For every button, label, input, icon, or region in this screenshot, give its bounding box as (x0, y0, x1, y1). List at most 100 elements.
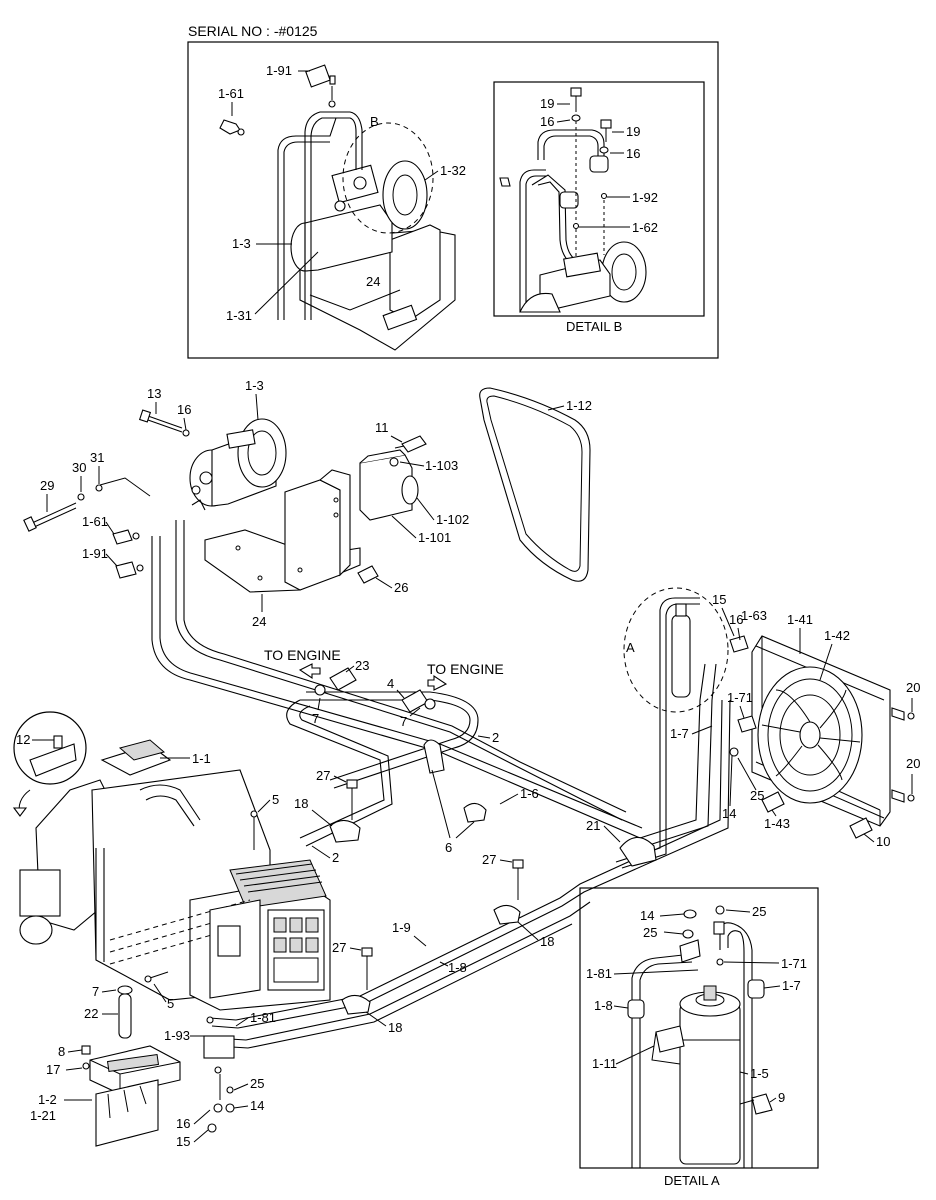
detail-a-drawing (627, 905, 773, 1168)
callout-label: 14 (640, 908, 654, 923)
callout-label: 16 (540, 114, 554, 129)
callout-label: 1-12 (566, 398, 592, 413)
callout-label: 1-92 (632, 190, 658, 205)
callout-label: 23 (355, 658, 369, 673)
callout-label: 24 (366, 274, 380, 289)
callout-label: 25 (750, 788, 764, 803)
serial-inset-frame (187, 41, 719, 359)
inset-callouts: 1-91 1-61 1-32 1-3 24 1-31 B (218, 63, 466, 323)
callout-label: 25 (643, 925, 657, 940)
detail-b-drawing (499, 87, 647, 313)
callout-label: 6 (445, 840, 452, 855)
callout-label: 1-91 (82, 546, 108, 561)
callout-label: 1-5 (750, 1066, 769, 1081)
compressor-callouts: 13 16 1-3 11 1-103 30 31 29 1-61 1-91 1-… (40, 378, 469, 629)
callout-label: 13 (147, 386, 161, 401)
callout-label: 19 (626, 124, 640, 139)
callout-label: 9 (778, 1090, 785, 1105)
detail-a-frame (579, 887, 819, 1169)
callout-label: 1-21 (30, 1108, 56, 1123)
condenser-assembly (623, 587, 915, 839)
callout-label: 1-101 (418, 530, 451, 545)
detail-b-callouts: 19 16 19 16 1-92 1-62 (540, 96, 658, 235)
callout-label: 8 (58, 1044, 65, 1059)
callout-label: 1-6 (520, 786, 539, 801)
callout-label: 21 (586, 818, 600, 833)
hose-callouts: TO ENGINE TO ENGINE 23 4 7 7 2 6 1-6 21 … (264, 647, 621, 1035)
callout-label: 16 (176, 1116, 190, 1131)
callout-label: 30 (72, 460, 86, 475)
to-engine-label-left: TO ENGINE (264, 647, 341, 663)
callout-label: 22 (84, 1006, 98, 1021)
heater-callouts: 12 1-1 5 5 7 22 1-93 1-81 8 17 1-2 1-21 … (16, 732, 279, 1149)
refrigerant-hoses (151, 499, 731, 1049)
callout-label: 16 (626, 146, 640, 161)
belt-callout: 1-12 (547, 398, 592, 413)
callout-label: 1-61 (82, 514, 108, 529)
callout-label: 1-7 (670, 726, 689, 741)
callout-label: 18 (540, 934, 554, 949)
callout-label: 1-71 (727, 690, 753, 705)
callout-label: 7 (312, 711, 319, 726)
callout-label: 1-1 (192, 751, 211, 766)
callout-label: 27 (316, 768, 330, 783)
callout-label: 7 (400, 714, 407, 729)
callout-label: 1-42 (824, 628, 850, 643)
callout-label: 1-9 (392, 920, 411, 935)
callout-label: 1-63 (741, 608, 767, 623)
callout-label: 1-91 (266, 63, 292, 78)
callout-label: 5 (167, 996, 174, 1011)
callout-label: 1-31 (226, 308, 252, 323)
callout-label: 14 (250, 1098, 264, 1113)
callout-label: 15 (712, 592, 726, 607)
callout-label: 24 (252, 614, 266, 629)
callout-label: 1-3 (245, 378, 264, 393)
callout-label: 11 (375, 420, 389, 435)
callout-label: 1-81 (250, 1010, 276, 1025)
callout-label: 16 (729, 612, 743, 627)
callout-label: 1-102 (436, 512, 469, 527)
callout-label: 1-41 (787, 612, 813, 627)
to-engine-label-right: TO ENGINE (427, 661, 504, 677)
callout-label: 1-103 (425, 458, 458, 473)
callout-label: 4 (387, 676, 394, 691)
callout-label: 1-3 (232, 236, 251, 251)
detail-a-title: DETAIL A (664, 1173, 720, 1188)
callout-label: 7 (92, 984, 99, 999)
callout-label: 1-11 (592, 1056, 617, 1071)
circle-b-label: B (370, 114, 379, 129)
callout-label: 27 (332, 940, 346, 955)
callout-label: 25 (250, 1076, 264, 1091)
callout-label: 1-71 (781, 956, 807, 971)
callout-label: 1-43 (764, 816, 790, 831)
detail-b-frame (493, 81, 705, 317)
callout-label: 1-93 (164, 1028, 190, 1043)
callout-label: 1-61 (218, 86, 244, 101)
callout-label: 16 (177, 402, 191, 417)
callout-label: 19 (540, 96, 554, 111)
callout-label: 20 (906, 680, 920, 695)
callout-label: 31 (90, 450, 104, 465)
condenser-callouts: A 15 16 1-63 1-41 1-42 1-71 1-7 20 20 25… (626, 592, 920, 849)
inset-compressor-drawing (219, 64, 456, 351)
detail-a-callouts: 14 25 25 1-81 1-71 1-7 1-8 1-11 1-5 9 (586, 904, 807, 1105)
drive-belt (479, 387, 591, 582)
callout-label: 29 (40, 478, 54, 493)
callout-label: 1-7 (782, 978, 801, 993)
callout-label: 1-8 (594, 998, 613, 1013)
detail-b-title: DETAIL B (566, 319, 622, 334)
callout-label: 2 (492, 730, 499, 745)
callout-label: 1-8 (448, 960, 467, 975)
heater-unit (12, 711, 331, 1147)
callout-label: 10 (876, 834, 890, 849)
callout-label: 14 (722, 806, 736, 821)
callout-label: 26 (394, 580, 408, 595)
serial-number-title: SERIAL NO : -#0125 (188, 23, 318, 39)
callout-label: 2 (332, 850, 339, 865)
callout-label: 17 (46, 1062, 60, 1077)
callout-label: 18 (294, 796, 308, 811)
callout-label: 5 (272, 792, 279, 807)
callout-label: 1-32 (440, 163, 466, 178)
callout-label: 1-81 (586, 966, 612, 981)
